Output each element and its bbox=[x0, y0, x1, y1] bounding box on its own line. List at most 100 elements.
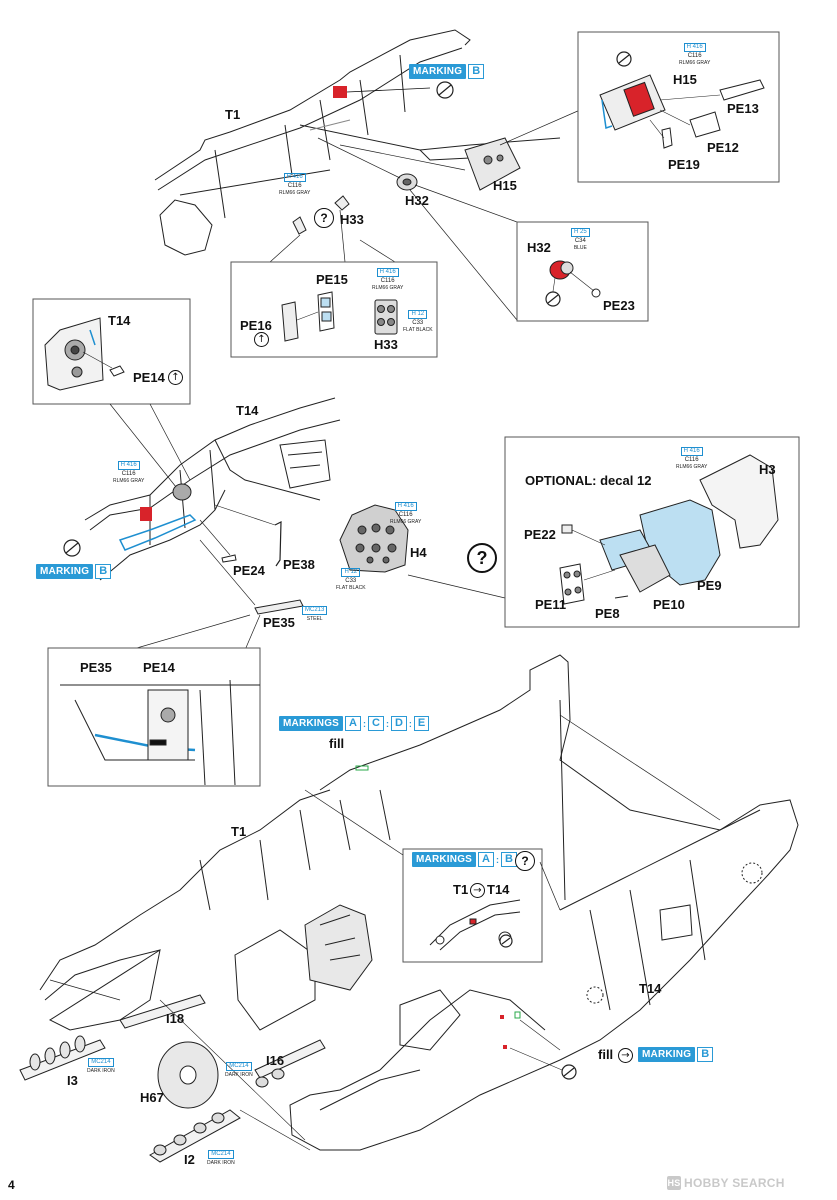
marking-label: MARKING bbox=[409, 64, 467, 79]
color-callout: H 416 C116 RLM66 GRAY bbox=[679, 43, 711, 66]
h33-small-parts bbox=[292, 195, 350, 235]
arrow-up-icon-pe16: ↑ bbox=[254, 332, 269, 347]
marking-letter: B bbox=[95, 564, 112, 579]
marking-letter: D bbox=[390, 716, 407, 731]
color-callout: MC214 DARK IRON bbox=[87, 1058, 115, 1074]
part-label-pe14-detail: PE14 bbox=[143, 660, 175, 675]
t14-detail bbox=[44, 317, 125, 391]
part-label-pe12: PE12 bbox=[707, 140, 739, 155]
h4-panel bbox=[339, 504, 409, 573]
part-label-h67: H67 bbox=[140, 1090, 164, 1105]
marking-label: MARKING bbox=[36, 564, 94, 579]
color-callout: H 416 C116 RLM66 GRAY bbox=[113, 461, 145, 484]
part-label-t14-join: T14 bbox=[487, 882, 510, 897]
pe35-detail bbox=[60, 679, 260, 786]
arrow-up-icon-pe14: ↑ bbox=[168, 370, 183, 385]
part-label-h33-inset: H33 bbox=[374, 337, 398, 352]
color-callout: H 12 C33 FLAT BLACK bbox=[403, 310, 433, 333]
color-callout: MC213 STEEL bbox=[302, 606, 328, 623]
part-label-h4: H4 bbox=[410, 545, 427, 560]
t1-bottom-fuselage bbox=[39, 789, 391, 1031]
marking-label: MARKING bbox=[638, 1047, 696, 1062]
marking-letter: C bbox=[368, 716, 384, 731]
h33-detail bbox=[374, 299, 398, 335]
join-arrow-icon-t1t14: → bbox=[470, 883, 485, 898]
part-label-pe8: PE8 bbox=[595, 606, 620, 621]
pe35-strip bbox=[254, 599, 304, 615]
part-label-pe9: PE9 bbox=[697, 578, 722, 593]
hobby-search-logo-icon: HS bbox=[667, 1176, 681, 1190]
pe15-detail bbox=[281, 291, 335, 342]
color-callout: H 416 C116 RLM66 GRAY bbox=[676, 447, 708, 470]
part-label-i18: I18 bbox=[166, 1011, 185, 1026]
join-arrow-icon-fill: → bbox=[618, 1048, 633, 1063]
part-label-pe22: PE22 bbox=[524, 527, 556, 542]
part-label-pe14-inset: PE14 bbox=[133, 370, 165, 385]
part-label-t14-bottom: T14 bbox=[639, 981, 662, 996]
part-label-pe35-detail: PE35 bbox=[80, 660, 112, 675]
part-label-h33-main: H33 bbox=[340, 212, 364, 227]
inset-h32-frame bbox=[516, 221, 649, 322]
marking-b-left: MARKING B bbox=[36, 564, 112, 579]
part-label-t1-bottom: T1 bbox=[231, 824, 247, 839]
part-label-pe15: PE15 bbox=[316, 272, 348, 287]
h67-disk bbox=[157, 1041, 219, 1109]
part-label-t14-inset: T14 bbox=[108, 313, 131, 328]
h32-detail bbox=[549, 260, 601, 298]
pe38-strip bbox=[274, 521, 282, 567]
optional-text: OPTIONAL: decal 12 bbox=[525, 473, 652, 488]
marking-letter: B bbox=[697, 1047, 714, 1062]
part-label-t14-mid: T14 bbox=[236, 403, 259, 418]
marking-letter: A bbox=[345, 716, 361, 731]
color-callout: H 416 C116 RLM66 GRAY bbox=[390, 502, 422, 525]
part-label-h15-inset: H15 bbox=[673, 72, 697, 87]
part-label-pe19: PE19 bbox=[668, 157, 700, 172]
color-callout: H 416 C116 RLM66 GRAY bbox=[372, 268, 404, 291]
part-label-pe10: PE10 bbox=[653, 597, 685, 612]
part-label-pe24: PE24 bbox=[233, 563, 265, 578]
fill-text-bottom: fill bbox=[598, 1047, 614, 1062]
slash-circle-markers bbox=[63, 51, 632, 1080]
inset-h15-frame bbox=[577, 31, 780, 183]
h3-detail bbox=[559, 454, 779, 605]
part-label-i3: I3 bbox=[67, 1073, 78, 1088]
watermark: HS HOBBY SEARCH bbox=[667, 1176, 785, 1190]
markings-ab: MARKINGS A : B bbox=[412, 852, 517, 867]
marking-label: MARKINGS bbox=[412, 852, 477, 867]
part-label-h32-inset: H32 bbox=[527, 240, 551, 255]
seat bbox=[304, 904, 373, 991]
markings-acde: MARKINGS A : C : D : E bbox=[279, 716, 430, 731]
marking-letter: A bbox=[478, 852, 494, 867]
marking-letter: E bbox=[413, 716, 430, 731]
part-label-pe11: PE11 bbox=[535, 597, 567, 612]
marking-b-bottom: MARKING B bbox=[638, 1047, 714, 1062]
part-label-pe16: PE16 bbox=[240, 318, 272, 333]
t14-mid-fuselage bbox=[84, 397, 341, 581]
color-callout: H 25 C34 BLUE bbox=[571, 228, 590, 252]
marking-b-top: MARKING B bbox=[409, 64, 485, 79]
color-callout: H 12 C33 FLAT BLACK bbox=[336, 568, 366, 591]
h15-panel bbox=[464, 137, 521, 191]
part-label-h15-main: H15 bbox=[493, 178, 517, 193]
question-icon-h33: ? bbox=[314, 208, 334, 228]
red-panel-top bbox=[333, 86, 347, 98]
h32-knob bbox=[396, 173, 418, 191]
part-label-h32-main: H32 bbox=[405, 193, 429, 208]
part-label-pe35-main: PE35 bbox=[263, 615, 295, 630]
color-callout: H 416 C116 RLM66 GRAY bbox=[279, 173, 311, 196]
watermark-text: HOBBY SEARCH bbox=[684, 1176, 785, 1190]
part-label-i2: I2 bbox=[184, 1152, 195, 1167]
t14-bottom-fuselage bbox=[289, 654, 799, 1151]
color-callout: MC214 DARK IRON bbox=[207, 1150, 235, 1166]
red-panel-mid bbox=[140, 507, 152, 521]
part-label-i16: I16 bbox=[266, 1053, 285, 1068]
part-label-h3: H3 bbox=[759, 462, 776, 477]
part-label-pe13: PE13 bbox=[727, 101, 759, 116]
color-callout: MC214 DARK IRON bbox=[225, 1062, 253, 1078]
h15-detail bbox=[599, 74, 765, 149]
page-number: 4 bbox=[8, 1178, 15, 1192]
question-icon-join: ? bbox=[515, 851, 535, 871]
part-label-pe23: PE23 bbox=[603, 298, 635, 313]
blue-harness bbox=[118, 514, 197, 551]
